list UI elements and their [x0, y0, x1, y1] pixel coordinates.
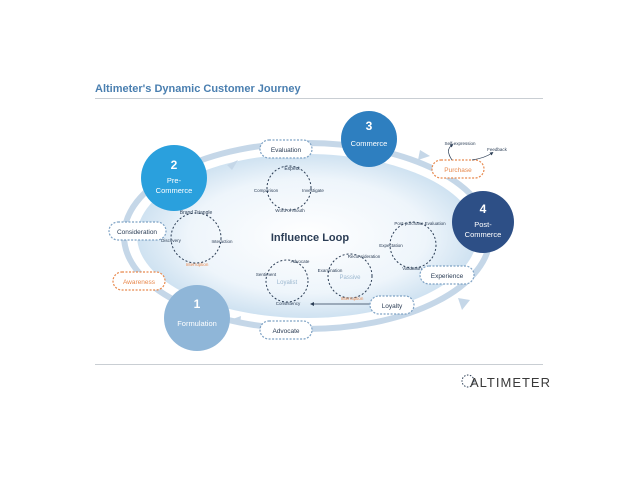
loop-label: Interruption — [341, 296, 364, 301]
passive-label: Passive — [339, 275, 361, 281]
page-title: Altimeter's Dynamic Customer Journey — [95, 83, 301, 95]
loop-arrowhead — [418, 150, 430, 160]
step-label: Experience — [431, 273, 464, 280]
stage-label: Commerce — [465, 230, 502, 239]
loop-label: Examination — [318, 268, 343, 273]
loop-label: Comparison — [254, 188, 279, 193]
stage-label: Commerce — [351, 139, 388, 148]
loop-label: Interaction — [211, 239, 233, 244]
stage-label: Pre- — [167, 176, 182, 185]
loop-label: Interruption — [186, 262, 209, 267]
stage-label: Post- — [474, 220, 492, 229]
step-label: Consideration — [117, 229, 157, 236]
passive-loop: Passive Reconsideration Interruption Exa… — [318, 253, 381, 301]
loop-arrowhead — [227, 160, 238, 170]
self-expression-arrow — [448, 143, 454, 161]
feedback-label: Feedback — [487, 147, 508, 152]
step-label: Loyalty — [382, 303, 403, 310]
step-loyalty[interactable]: Loyalty — [369, 295, 415, 315]
expect-loop: Expect Investigate Word of Mouth Compari… — [254, 165, 324, 213]
brand-triangle-loop: Brand Triangle Interaction Interruption … — [161, 210, 233, 267]
loop-label: Expect — [284, 166, 300, 172]
stage-label: Commerce — [156, 186, 193, 195]
post-purchase-loop: Post-purchase Evaluation Validation Expe… — [379, 221, 446, 271]
stage-2-pre-commerce: 2 Pre- Commerce — [141, 145, 207, 211]
stage-number: 1 — [194, 297, 201, 311]
loop-label: Investigate — [302, 188, 324, 193]
stage-1-formulation: 1 Formulation — [164, 285, 230, 351]
influence-zone — [137, 154, 477, 318]
feedback-arrow — [471, 151, 494, 161]
loop-arrowhead — [230, 316, 241, 325]
self-expression-label: Self-expression — [444, 141, 476, 146]
stage-label: Formulation — [177, 319, 217, 328]
step-purchase[interactable]: Purchase — [431, 159, 485, 179]
stage-3-commerce: 3 Commerce — [341, 111, 397, 167]
influence-loop-title: Influence Loop — [271, 232, 350, 244]
top-divider — [95, 98, 543, 99]
loop-label: Expectation — [379, 243, 403, 248]
altimeter-logo-text: ALTIMETER — [470, 375, 551, 390]
step-evaluation[interactable]: Evaluation — [259, 139, 313, 159]
stage-number: 3 — [366, 119, 373, 133]
step-label: Awareness — [123, 279, 156, 286]
stage-4-post-commerce: 4 Post- Commerce — [452, 191, 514, 253]
step-advocate[interactable]: Advocate — [259, 320, 313, 340]
loop-label: Post-purchase Evaluation — [394, 221, 446, 226]
loop-label: Word of Mouth — [275, 208, 305, 213]
stage-number: 4 — [480, 202, 487, 216]
loop-label: Discovery — [161, 238, 182, 243]
step-awareness[interactable]: Awareness — [112, 271, 166, 291]
loop-label: Brand Triangle — [180, 210, 213, 216]
step-experience[interactable]: Experience — [419, 265, 475, 285]
loop-arrowhead — [458, 298, 470, 310]
loop-label: Sentiment — [256, 272, 277, 277]
step-label: Advocate — [272, 328, 299, 335]
step-label: Purchase — [444, 167, 472, 174]
stage-number: 2 — [171, 158, 178, 172]
step-consideration[interactable]: Consideration — [108, 221, 167, 241]
loyalist-label: Loyalist — [277, 280, 298, 286]
loop-label: Reconsideration — [348, 254, 381, 259]
loop-label: Validation — [402, 266, 422, 271]
step-label: Evaluation — [271, 147, 302, 154]
loyalist-loop: Loyalist Advocate Consistency Sentiment — [256, 259, 310, 306]
altimeter-logo-mark — [461, 374, 475, 388]
loop-label: Consistency — [276, 301, 301, 306]
bottom-divider — [95, 364, 543, 365]
loop-label: Advocate — [291, 259, 310, 264]
